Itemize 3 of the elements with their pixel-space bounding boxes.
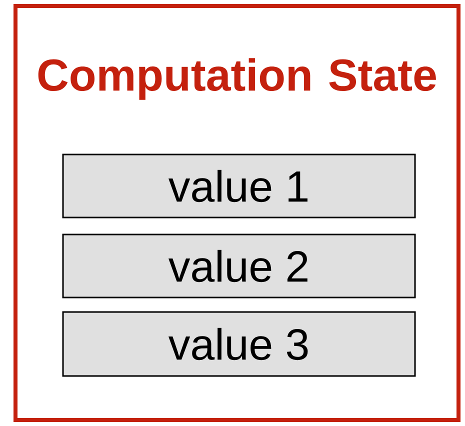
value-box: value 1 xyxy=(62,154,416,218)
value-box: value 3 xyxy=(62,311,416,377)
value-box: value 2 xyxy=(62,234,416,298)
